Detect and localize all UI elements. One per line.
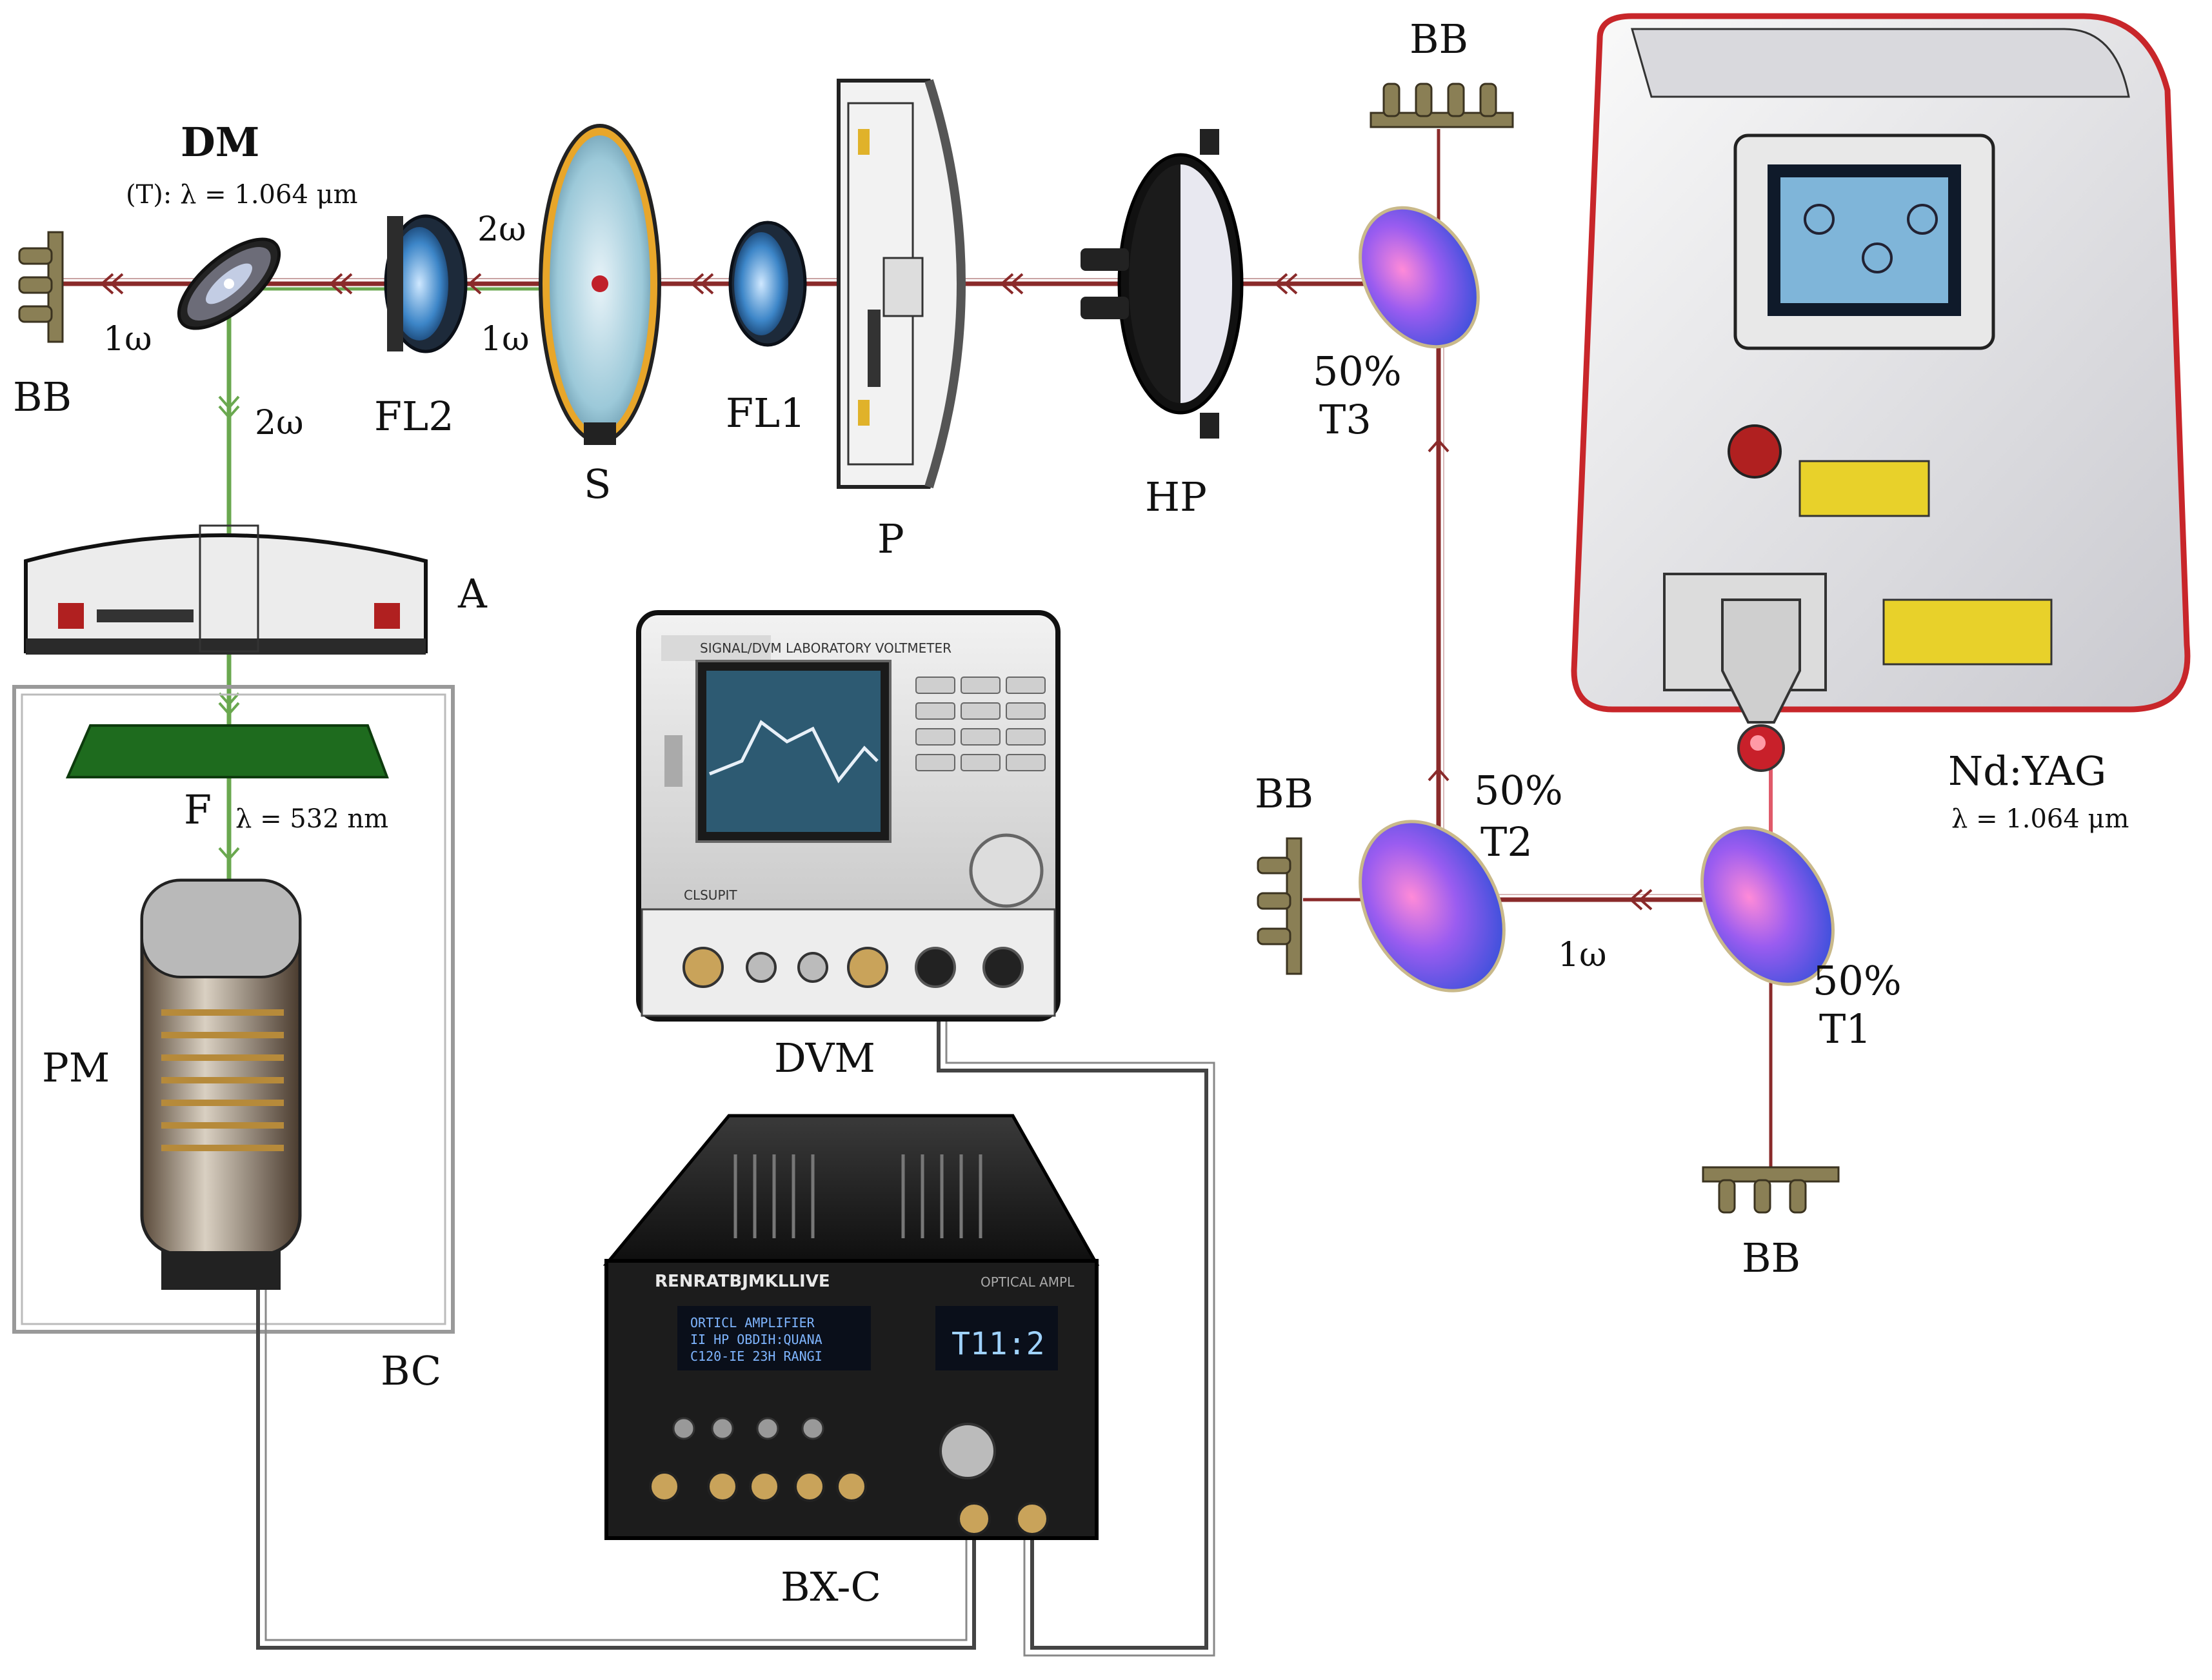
half-wave-plate-hp bbox=[1081, 129, 1244, 439]
label-dm: DM bbox=[181, 119, 260, 166]
ndyag-laser bbox=[1571, 13, 2191, 772]
label-f-wavelength: λ = 532 nm bbox=[235, 804, 389, 834]
label-2omega-s: 2ω bbox=[477, 210, 526, 249]
label-s: S bbox=[584, 460, 612, 508]
label-1omega-dm: 1ω bbox=[103, 320, 152, 359]
bxc-display-line1: ORTICL AMPLIFIER bbox=[690, 1315, 815, 1330]
dvm-brand-text: CLSUPIT bbox=[684, 887, 737, 903]
bc-enclosure bbox=[12, 685, 455, 1334]
lens-fl1 bbox=[728, 221, 807, 347]
mirror-t2 bbox=[1359, 820, 1506, 993]
lens-fl2 bbox=[384, 214, 468, 353]
label-a: A bbox=[458, 570, 487, 617]
dvm-instrument: SIGNAL/DVM LABORATORY VOLTMETER CLSUPIT bbox=[636, 610, 1061, 1022]
polarizer-p bbox=[837, 79, 966, 489]
label-bb-mid: BB bbox=[1255, 770, 1314, 817]
label-percent-t2: 50% bbox=[1474, 767, 1563, 814]
mirror-t1 bbox=[1700, 826, 1835, 986]
label-2omega-down: 2ω bbox=[255, 404, 304, 442]
label-bc: BC bbox=[381, 1347, 442, 1394]
bxc-display-line3: C120-IE 23H RANGI bbox=[690, 1349, 822, 1364]
cable-dvm-bxc bbox=[937, 1000, 1208, 1650]
photomultiplier-pm bbox=[140, 878, 302, 1290]
label-bxc: BX-C bbox=[781, 1563, 881, 1610]
filter-f bbox=[65, 724, 389, 778]
aperture-a bbox=[24, 524, 428, 655]
label-fl2: FL2 bbox=[374, 393, 454, 440]
label-t3: T3 bbox=[1319, 396, 1371, 443]
bxc-display-line2: II HP OBDIH:QUANA bbox=[690, 1332, 822, 1347]
label-percent-t1: 50% bbox=[1813, 957, 1902, 1004]
label-1omega-bottom: 1ω bbox=[1558, 936, 1607, 974]
cable-pm-bxc bbox=[256, 1290, 976, 1650]
cables bbox=[12, 685, 1215, 1657]
bxc-model-text: OPTICAL AMPL bbox=[981, 1274, 1075, 1290]
label-dvm: DVM bbox=[774, 1034, 875, 1082]
label-hp: HP bbox=[1145, 473, 1207, 520]
sample-s bbox=[539, 124, 661, 445]
label-ndyag-wavelength: λ = 1.064 μm bbox=[1951, 804, 2129, 834]
dichroic-mirror bbox=[177, 237, 281, 330]
label-pm: PM bbox=[42, 1044, 110, 1091]
label-dm-wavelength: (T): λ = 1.064 μm bbox=[126, 180, 358, 210]
bxc-instrument: RENRATBJMKLLIVE OPTICAL AMPL ORTICL AMPL… bbox=[603, 1114, 1100, 1540]
label-fl1: FL1 bbox=[726, 390, 806, 437]
label-t2: T2 bbox=[1480, 818, 1533, 865]
bxc-readout: T11:2 bbox=[952, 1326, 1045, 1362]
beam-block-left bbox=[18, 231, 64, 343]
mirror-t3 bbox=[1359, 206, 1480, 349]
beam-block-bottom bbox=[1702, 1166, 1840, 1214]
dvm-header-text: SIGNAL/DVM LABORATORY VOLTMETER bbox=[700, 640, 952, 656]
label-bb-top: BB bbox=[1410, 15, 1469, 63]
label-t1: T1 bbox=[1819, 1005, 1871, 1052]
label-bb-left: BB bbox=[13, 373, 72, 420]
bxc-brand-text: RENRATBJMKLLIVE bbox=[655, 1272, 830, 1291]
label-bb-bottom: BB bbox=[1742, 1234, 1801, 1281]
label-percent-t3: 50% bbox=[1313, 348, 1402, 395]
label-1omega-s: 1ω bbox=[481, 320, 530, 359]
beam-block-mid bbox=[1257, 837, 1302, 975]
label-f: F bbox=[184, 786, 212, 833]
beam-block-top bbox=[1370, 83, 1514, 128]
label-p: P bbox=[877, 515, 904, 562]
label-ndyag: Nd:YAG bbox=[1948, 747, 2107, 795]
